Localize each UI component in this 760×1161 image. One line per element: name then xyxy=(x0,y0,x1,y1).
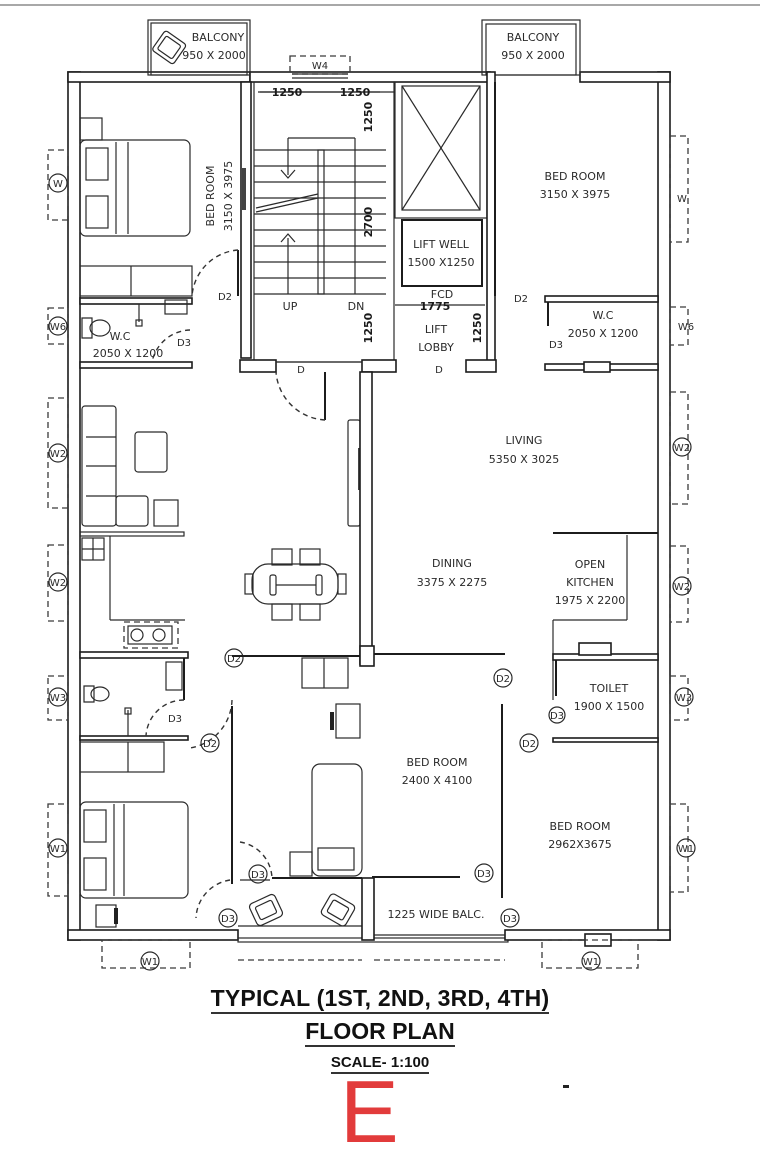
wc-lower-left: D3 xyxy=(79,651,189,741)
door-label-d3-wc-left: D3 xyxy=(177,338,191,349)
stair-dim-landing: 1250 xyxy=(362,312,375,343)
dining-size: 3375 X 2275 xyxy=(417,576,488,589)
stair-dim-run: 2700 xyxy=(362,206,375,237)
entry-wall: D D xyxy=(239,359,497,421)
balcony-left: BALCONY 950 X 2000 xyxy=(147,19,251,76)
lift-well-size: 1500 X1250 xyxy=(407,256,474,269)
drawing-subtitle: FLOOR PLAN xyxy=(0,1018,760,1047)
bedroom-bottom-right-name: BED ROOM xyxy=(550,820,611,833)
door-label-d2-left: D2 xyxy=(218,292,232,303)
bedroom-top-left-name: BED ROOM xyxy=(204,166,217,227)
windows-left: W W6 W2 W2 W3 W1 W1 xyxy=(47,149,191,971)
block-letter: E xyxy=(340,1062,399,1161)
stair-dim-top: 1250 xyxy=(362,101,375,132)
bedroom-top-left-size: 3150 X 3975 xyxy=(222,161,235,232)
wc-right-size: 2050 X 1200 xyxy=(568,327,639,340)
bedroom-2400: BED ROOM 2400 X 4100 D2 D2 D3 D3 1225 WI… xyxy=(359,645,539,961)
door-label-d2-lower-1: D2 xyxy=(227,654,241,665)
drawing-title: TYPICAL (1ST, 2ND, 3RD, 4TH) xyxy=(0,985,760,1014)
living-furniture xyxy=(79,371,373,665)
balcony-left-name: BALCONY xyxy=(192,31,245,44)
window-label-w-right: W xyxy=(677,194,687,205)
door-label-d2-mid-2: D2 xyxy=(522,739,536,750)
balcony-right-name: BALCONY xyxy=(507,31,560,44)
stair-dim-width-1: 1250 xyxy=(272,86,303,99)
balcony-right-size: 950 X 2000 xyxy=(501,49,565,62)
floor-plan-drawing: BALCONY 950 X 2000 BALCONY 950 X 2000 BE… xyxy=(47,19,696,971)
door-label-d3-lower-left: D3 xyxy=(168,714,182,725)
bedroom-middle-left: D3 xyxy=(232,655,363,961)
lobby-dim-height: 1250 xyxy=(471,312,484,343)
open-kitchen-size: 1975 X 2200 xyxy=(555,594,626,607)
living-name: LIVING xyxy=(506,434,543,447)
toilet-size: 1900 X 1500 xyxy=(574,700,645,713)
door-label-d3-lower-2: D3 xyxy=(251,870,265,881)
lobby-dim-width: 1775 xyxy=(420,300,451,313)
window-label-w-left: W xyxy=(53,179,63,190)
top-border-line xyxy=(0,4,760,6)
bedroom-bottom-right-size: 2962X3675 xyxy=(548,838,612,851)
bedroom-bottom-right: BED ROOM 2962X3675 xyxy=(548,820,612,947)
lift-lobby-name-1: LIFT xyxy=(425,323,448,336)
fcd-label: FCD xyxy=(431,288,453,301)
window-label-w2-left-2: W2 xyxy=(50,578,66,589)
living-size: 5350 X 3025 xyxy=(489,453,560,466)
wc-left-name: W.C xyxy=(110,330,131,343)
living-dining: LIVING 5350 X 3025 DINING 3375 X 2275 xyxy=(417,434,560,589)
door-label-d3-mid-1: D3 xyxy=(477,869,491,880)
staircase: UP DN 1250 1250 1250 2700 1250 W4 xyxy=(253,55,395,363)
window-label-w4: W4 xyxy=(312,61,328,72)
bedroom-top-right-name: BED ROOM xyxy=(545,170,606,183)
open-kitchen-name-2: KITCHEN xyxy=(566,576,614,589)
door-label-d3-lower-1: D3 xyxy=(221,914,235,925)
bedroom-mid-size: 2400 X 4100 xyxy=(402,774,473,787)
lift-well-name: LIFT WELL xyxy=(413,238,470,251)
dining-name: DINING xyxy=(432,557,472,570)
window-label-w1-bottom-right: W1 xyxy=(583,957,599,968)
window-label-w2-left-1: W2 xyxy=(50,449,66,460)
stair-up-label: UP xyxy=(283,300,298,313)
toilet-name: TOILET xyxy=(589,682,629,695)
door-label-d3-toilet: D3 xyxy=(550,711,564,722)
lift-shaft: LIFT WELL 1500 X1250 FCD 1775 LIFT LOBBY… xyxy=(394,71,528,363)
balcony-right: BALCONY 950 X 2000 xyxy=(481,19,581,76)
window-label-w3-left: W3 xyxy=(50,693,66,704)
door-label-d2-mid-1: D2 xyxy=(496,674,510,685)
open-kitchen: OPEN KITCHEN 1975 X 2200 xyxy=(552,532,658,700)
window-label-w2-right-1: W2 xyxy=(674,443,690,454)
window-label-w3-right: W3 xyxy=(676,693,692,704)
door-label-d-stair: D xyxy=(297,365,305,376)
drawing-scale: SCALE- 1:100 xyxy=(0,1054,760,1074)
window-label-w2-right-2: W2 xyxy=(674,582,690,593)
wc-left-size: 2050 X 1200 xyxy=(93,347,164,360)
stair-dn-label: DN xyxy=(348,300,365,313)
door-label-d2-lower-2: D2 xyxy=(203,739,217,750)
door-label-d-lobby: D xyxy=(435,365,443,376)
door-label-d3-mid-2: D3 xyxy=(503,914,517,925)
bedroom-top-right-size: 3150 X 3975 xyxy=(540,188,611,201)
window-label-w1-bottom-left: W1 xyxy=(142,957,158,968)
stair-dim-width-2: 1250 xyxy=(340,86,371,99)
windows-right: W W6 W2 W2 W3 W1 W1 xyxy=(541,135,696,971)
bedroom-mid-name: BED ROOM xyxy=(407,756,468,769)
bedroom-top-right: BED ROOM 3150 X 3975 xyxy=(540,170,611,201)
window-label-w6-right: W6 xyxy=(678,322,694,333)
window-label-w1-left: W1 xyxy=(50,844,66,855)
balcony-left-size: 950 X 2000 xyxy=(182,49,246,62)
wc-left: W.C 2050 X 1200 D3 xyxy=(79,297,193,369)
wc-right: W.C 2050 X 1200 D3 xyxy=(544,295,659,373)
window-label-w6-left: W6 xyxy=(50,322,66,333)
bedroom-lower-left: D2 D2 D3 xyxy=(79,648,244,928)
door-label-d2-right: D2 xyxy=(514,294,528,305)
toilet: TOILET 1900 X 1500 D3 xyxy=(548,642,659,743)
bedroom-top-left: BED ROOM 3150 X 3975 D2 xyxy=(79,81,252,359)
lift-lobby-name-2: LOBBY xyxy=(418,341,454,354)
wc-right-name: W.C xyxy=(593,309,614,322)
window-label-w1-right: W1 xyxy=(678,844,694,855)
stray-mark xyxy=(563,1085,569,1088)
balcony-wide-name: 1225 WIDE BALC. xyxy=(388,908,485,921)
door-label-d3-wc-right: D3 xyxy=(549,340,563,351)
open-kitchen-name-1: OPEN xyxy=(575,558,605,571)
